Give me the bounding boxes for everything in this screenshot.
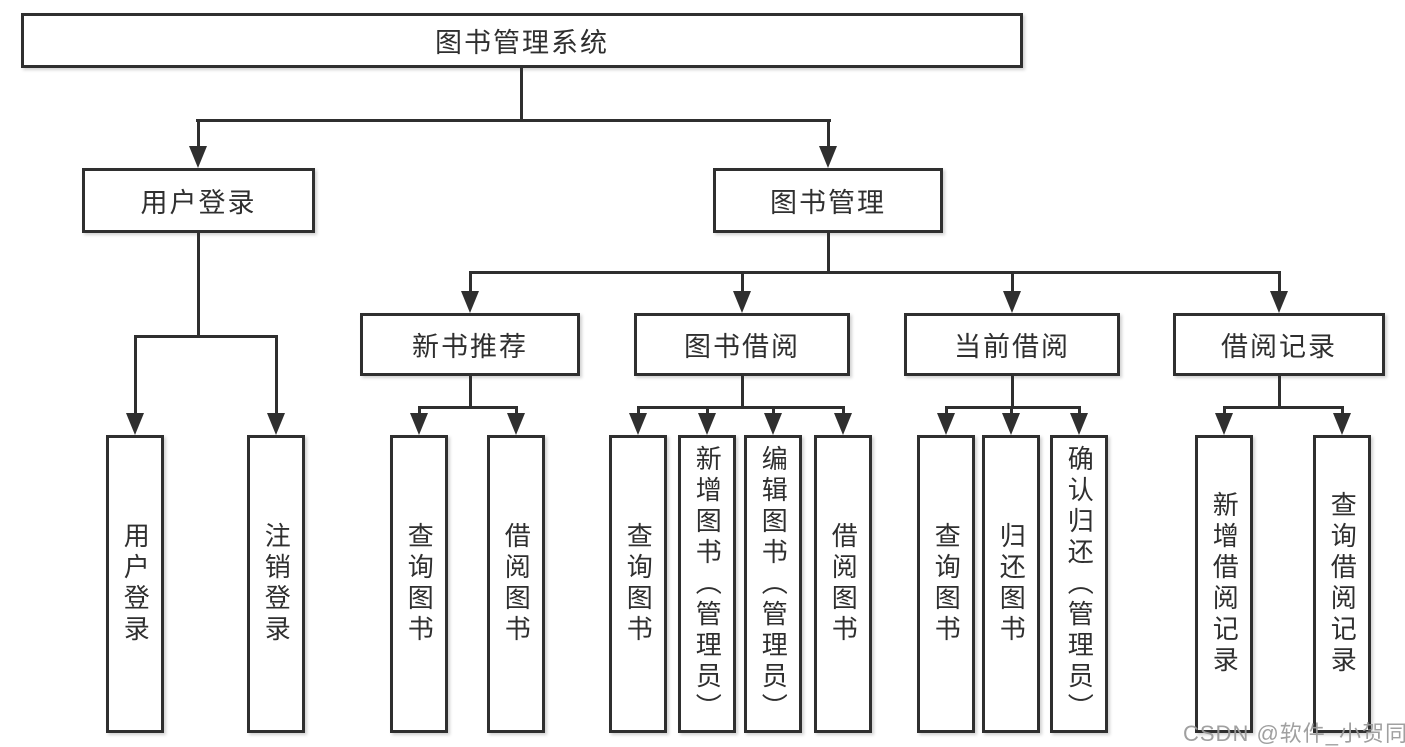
arrowhead-down-icon (1333, 413, 1351, 435)
arrowhead-down-icon (629, 413, 647, 435)
arrowhead-down-icon (1003, 291, 1021, 313)
node-label: 用户登录 (140, 188, 257, 218)
connector-root-stem (520, 68, 523, 121)
connector-drop-leaf (706, 406, 709, 416)
leaf-borrow-books-recommend: 借阅图书 (487, 435, 545, 733)
arrowhead-down-icon (1002, 413, 1020, 435)
connector-drop-leaf (275, 335, 278, 415)
arrowhead-down-icon (698, 413, 716, 435)
leaf-edit-books-admin: 编辑图书（管理员） (744, 435, 802, 733)
connector-drop-leaf (1010, 406, 1013, 416)
node-book-management: 图书管理 (713, 168, 943, 233)
connector-drop-leaf (1078, 406, 1081, 416)
connector-drop-leaf (418, 406, 421, 416)
node-current-borrow: 当前借阅 (904, 313, 1120, 376)
leaf-label: 新增借阅记录 (1209, 491, 1240, 677)
leaf-query-borrow-record: 查询借阅记录 (1313, 435, 1371, 733)
connector-level2-bus (196, 119, 831, 122)
connector-user-login-stem (197, 233, 200, 335)
arrowhead-down-icon (189, 146, 207, 168)
connector-book-management-stem (827, 233, 830, 274)
leaf-query-books-borrow: 查询图书 (609, 435, 667, 733)
leaf-borrow-books: 借阅图书 (814, 435, 872, 733)
connector-drop-leaf (772, 406, 775, 416)
connector-drop-leaf (515, 406, 518, 416)
leaf-label: 借阅图书 (501, 522, 532, 646)
arrowhead-down-icon (764, 413, 782, 435)
connector-drop-leaf (945, 406, 948, 416)
connector-borrow-records-bus (1223, 406, 1344, 409)
node-label: 当前借阅 (954, 332, 1070, 362)
arrowhead-down-icon (126, 413, 144, 435)
connector-drop-borrow-records (1278, 271, 1281, 293)
leaf-label: 用户登录 (120, 522, 151, 646)
connector-drop-new-book (469, 271, 472, 293)
arrowhead-down-icon (937, 413, 955, 435)
node-library-management-system: 图书管理系统 (21, 13, 1023, 68)
leaf-query-books-current: 查询图书 (917, 435, 975, 733)
leaf-add-borrow-record: 新增借阅记录 (1195, 435, 1253, 733)
arrowhead-down-icon (1215, 413, 1233, 435)
connector-current-borrow-stem (1011, 376, 1014, 408)
leaf-label: 注销登录 (261, 522, 292, 646)
arrowhead-down-icon (507, 413, 525, 435)
leaf-label: 查询借阅记录 (1327, 491, 1358, 677)
leaf-user-login: 用户登录 (106, 435, 164, 733)
leaf-label: 借阅图书 (828, 522, 859, 646)
leaf-add-books-admin: 新增图书（管理员） (678, 435, 736, 733)
connector-drop-current-borrow (1011, 271, 1014, 293)
connector-book-borrow-bus (637, 406, 845, 409)
node-user-login: 用户登录 (82, 168, 315, 233)
arrowhead-down-icon (461, 291, 479, 313)
leaf-label: 查询图书 (931, 522, 962, 646)
connector-drop-book-borrow (741, 271, 744, 293)
leaf-label: 查询图书 (404, 522, 435, 646)
node-book-borrow: 图书借阅 (634, 313, 850, 376)
csdn-watermark: CSDN @软件_小贺同学 (1183, 721, 1405, 746)
node-label: 图书管理系统 (435, 28, 609, 58)
arrowhead-down-icon (1270, 291, 1288, 313)
connector-new-book-stem (469, 376, 472, 408)
arrowhead-down-icon (733, 291, 751, 313)
node-borrow-records: 借阅记录 (1173, 313, 1385, 376)
arrowhead-down-icon (410, 413, 428, 435)
arrowhead-down-icon (819, 146, 837, 168)
connector-drop-user-login (197, 119, 200, 148)
node-label: 新书推荐 (412, 332, 528, 362)
leaf-return-books: 归还图书 (982, 435, 1040, 733)
connector-user-login-bus (134, 335, 278, 338)
arrowhead-down-icon (834, 413, 852, 435)
connector-drop-leaf (637, 406, 640, 416)
connector-drop-leaf (842, 406, 845, 416)
connector-borrow-records-stem (1278, 376, 1281, 408)
leaf-confirm-return-admin: 确认归还（管理员） (1050, 435, 1108, 733)
leaf-label: 新增图书（管理员） (692, 444, 723, 724)
connector-drop-book-management (827, 119, 830, 148)
connector-new-book-bus (418, 406, 518, 409)
leaf-logout: 注销登录 (247, 435, 305, 733)
connector-drop-leaf (1341, 406, 1344, 416)
arrowhead-down-icon (1070, 413, 1088, 435)
connector-drop-leaf (134, 335, 137, 415)
node-new-book-recommend: 新书推荐 (360, 313, 580, 376)
arrowhead-down-icon (267, 413, 285, 435)
node-label: 图书借阅 (684, 332, 800, 362)
leaf-label: 查询图书 (623, 522, 654, 646)
leaf-query-books-recommend: 查询图书 (390, 435, 448, 733)
leaf-label: 编辑图书（管理员） (758, 444, 789, 724)
connector-level3-bus (469, 271, 1281, 274)
connector-drop-leaf (1223, 406, 1226, 416)
connector-book-borrow-stem (741, 376, 744, 408)
leaf-label: 确认归还（管理员） (1064, 444, 1095, 724)
node-label: 图书管理 (770, 188, 886, 218)
node-label: 借阅记录 (1221, 332, 1337, 362)
connector-current-borrow-bus (945, 406, 1081, 409)
leaf-label: 归还图书 (996, 522, 1027, 646)
